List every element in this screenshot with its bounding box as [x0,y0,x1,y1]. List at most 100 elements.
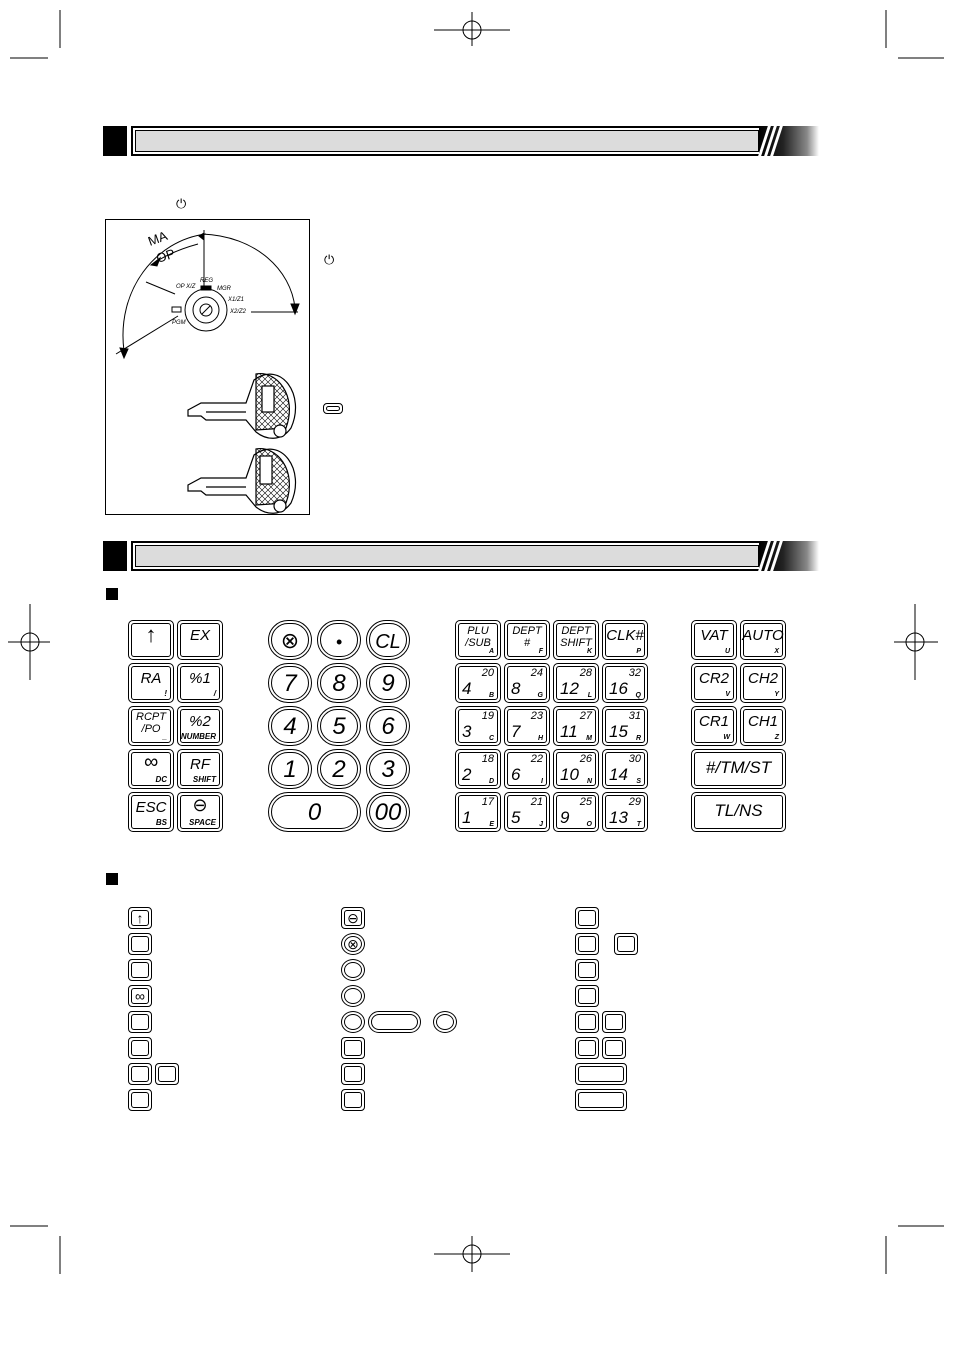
legend-key-blank [575,907,599,929]
key-key[interactable]: ⊖SPACE [177,792,223,832]
dept-alt-number: 20 [481,667,494,679]
dept-letter: E [489,821,494,828]
key-ra[interactable]: RA! [128,663,174,703]
key-sublabel: SHIFT [192,775,216,784]
key-sublabel: K [586,648,592,655]
key-tm-st[interactable]: #/TM/ST [691,749,786,789]
key-clk[interactable]: CLK#P [602,620,648,660]
key-dept[interactable]: DEPT #F [504,620,550,660]
dept-letter: N [586,778,592,785]
key-sublabel: P [636,648,641,655]
key-label: #/TM/ST [705,758,772,777]
key-sublabel: V [725,691,730,698]
key-tl-ns[interactable]: TL/NS [691,792,786,832]
dept-letter: T [636,821,641,828]
numpad-key-1[interactable]: 1 [268,749,312,789]
key-sublabel: U [724,648,730,655]
dept-alt-number: 21 [530,796,543,808]
numpad-key-0[interactable]: 0 [268,792,361,832]
legend-key-blank [575,985,599,1007]
power-icon: ⏻ [176,196,187,211]
dept-number: 14 [609,765,628,784]
dept-letter: O [586,821,592,828]
key-label: %2 [189,713,211,730]
numpad-key-7[interactable]: 7 [268,663,312,703]
dept-number: 3 [462,722,472,741]
numpad-key-00[interactable]: 00 [366,792,410,832]
key-sublabel: X [774,648,779,655]
key-sublabel: / [213,689,216,698]
key-label: ⊖ [192,795,208,815]
legend-key-blank [575,959,599,981]
legend-key-times-icon: ⊗ [347,936,359,952]
subsection-bullet [106,588,118,600]
legend-key-circle [341,985,365,1007]
numpad-key-cl[interactable]: CL [366,620,410,660]
key-key[interactable]: ↑ [128,620,174,660]
key-sublabel: F [538,648,543,655]
dept-alt-number: 27 [579,710,592,722]
numpad-key-5[interactable]: 5 [317,706,361,746]
key-rcpt-po[interactable]: RCPT /PO_ [128,706,174,746]
numpad-key-6[interactable]: 6 [366,706,410,746]
dept-letter: C [488,735,494,742]
legend-key-blank [614,933,638,955]
dept-letter: H [537,735,543,742]
dept-number: 9 [560,808,570,827]
dept-number: 8 [511,679,521,698]
numpad-key-clear-entry[interactable]: ⊗ [268,620,312,660]
numpad-key-2[interactable]: 2 [317,749,361,789]
key-key[interactable]: ∞DC [128,749,174,789]
legend-key-blank [575,1037,599,1059]
key-sublabel: _ [162,732,167,741]
key-label: RA [140,670,162,687]
legend-key-blank [155,1063,179,1085]
key-label: RF [190,756,210,773]
key-rf[interactable]: RF SHIFT [177,749,223,789]
numpad-key-3[interactable]: 3 [366,749,410,789]
key-1[interactable]: %1/ [177,663,223,703]
key-sublabel: W [723,734,730,741]
numpad-key-decimal[interactable]: • [317,620,361,660]
section-marker [103,126,127,156]
legend-key-blank [575,1011,599,1033]
dept-alt-number: 18 [481,753,494,765]
key-ex[interactable]: EX [177,620,223,660]
numpad-key-4[interactable]: 4 [268,706,312,746]
key-label: ↑ [145,622,157,647]
key-label: %1 [189,670,211,687]
dept-number: 10 [560,765,579,784]
subsection-bullet [106,873,118,885]
dept-letter: J [539,821,543,828]
numpad-key-9[interactable]: 9 [366,663,410,703]
numpad-key-8[interactable]: 8 [317,663,361,703]
legend-key-blank [602,1011,626,1033]
mgr-position-label: MGR [217,286,232,292]
